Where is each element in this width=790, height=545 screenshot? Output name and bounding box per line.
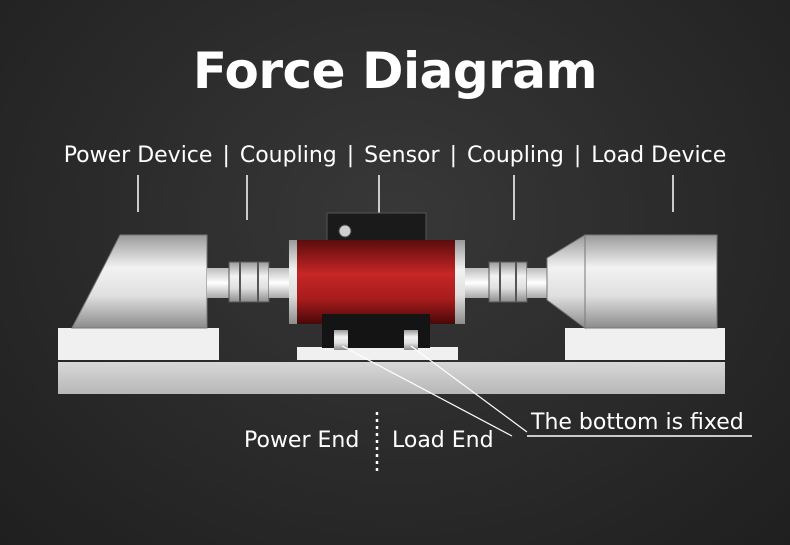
label-separator: | <box>346 143 355 168</box>
right-coupling <box>465 261 547 303</box>
label-pointer-lines <box>137 175 674 224</box>
left-coupling <box>207 261 293 303</box>
label-power-device: Power Device <box>63 143 213 168</box>
label-sensor: Sensor <box>364 143 440 168</box>
label-separator: | <box>573 143 582 168</box>
component-labels: Power Device | Coupling | Sensor | Coupl… <box>0 143 790 168</box>
bottom-fixed-label: The bottom is fixed <box>531 410 744 435</box>
label-coupling-right: Coupling <box>467 143 564 168</box>
power-end-label: Power End <box>244 428 360 453</box>
base-plate <box>58 362 725 394</box>
power-device <box>71 234 208 329</box>
fixed-callout-lines <box>341 345 752 437</box>
label-separator: | <box>222 143 230 168</box>
label-coupling-left: Coupling <box>239 143 337 168</box>
sensor-mount-plate <box>297 347 458 360</box>
sensor <box>289 212 465 350</box>
label-separator: | <box>449 143 457 168</box>
left-mount-block <box>58 328 219 360</box>
diagram-title: Force Diagram <box>192 42 598 100</box>
load-end-label: Load End <box>392 428 494 453</box>
label-load-device: Load Device <box>591 143 727 168</box>
load-device <box>546 234 718 329</box>
right-mount-block <box>565 328 725 360</box>
